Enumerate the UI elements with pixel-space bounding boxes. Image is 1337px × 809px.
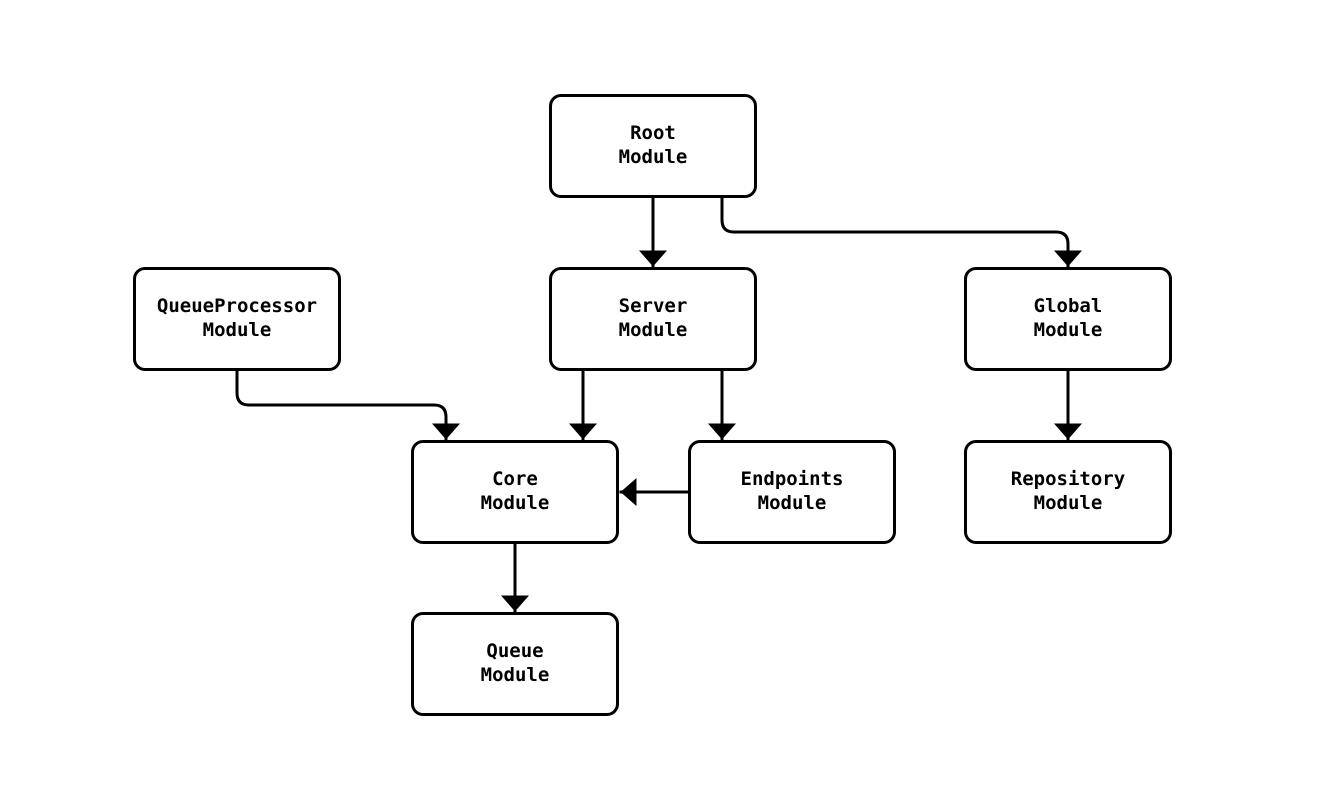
node-core: Core Module (411, 440, 619, 544)
node-label: Core Module (480, 468, 550, 514)
node-label: Root Module (618, 122, 688, 168)
node-queue: Queue Module (411, 612, 619, 716)
node-server: Server Module (549, 267, 757, 371)
node-label: Global Module (1033, 295, 1103, 341)
node-label: Repository Module (1010, 468, 1126, 514)
node-label: QueueProcessor Module (156, 295, 318, 341)
node-label: Queue Module (480, 640, 550, 686)
node-label: Server Module (618, 295, 688, 341)
edge-root-global (720, 196, 1082, 268)
edge-queueprocessor-core (235, 370, 460, 441)
node-endpoints: Endpoints Module (688, 440, 896, 544)
node-repository: Repository Module (964, 440, 1172, 544)
edges-group (235, 196, 1082, 613)
node-global: Global Module (964, 267, 1172, 371)
node-queueprocessor: QueueProcessor Module (133, 267, 341, 371)
node-root: Root Module (549, 94, 757, 198)
node-label: Endpoints Module (740, 468, 844, 514)
